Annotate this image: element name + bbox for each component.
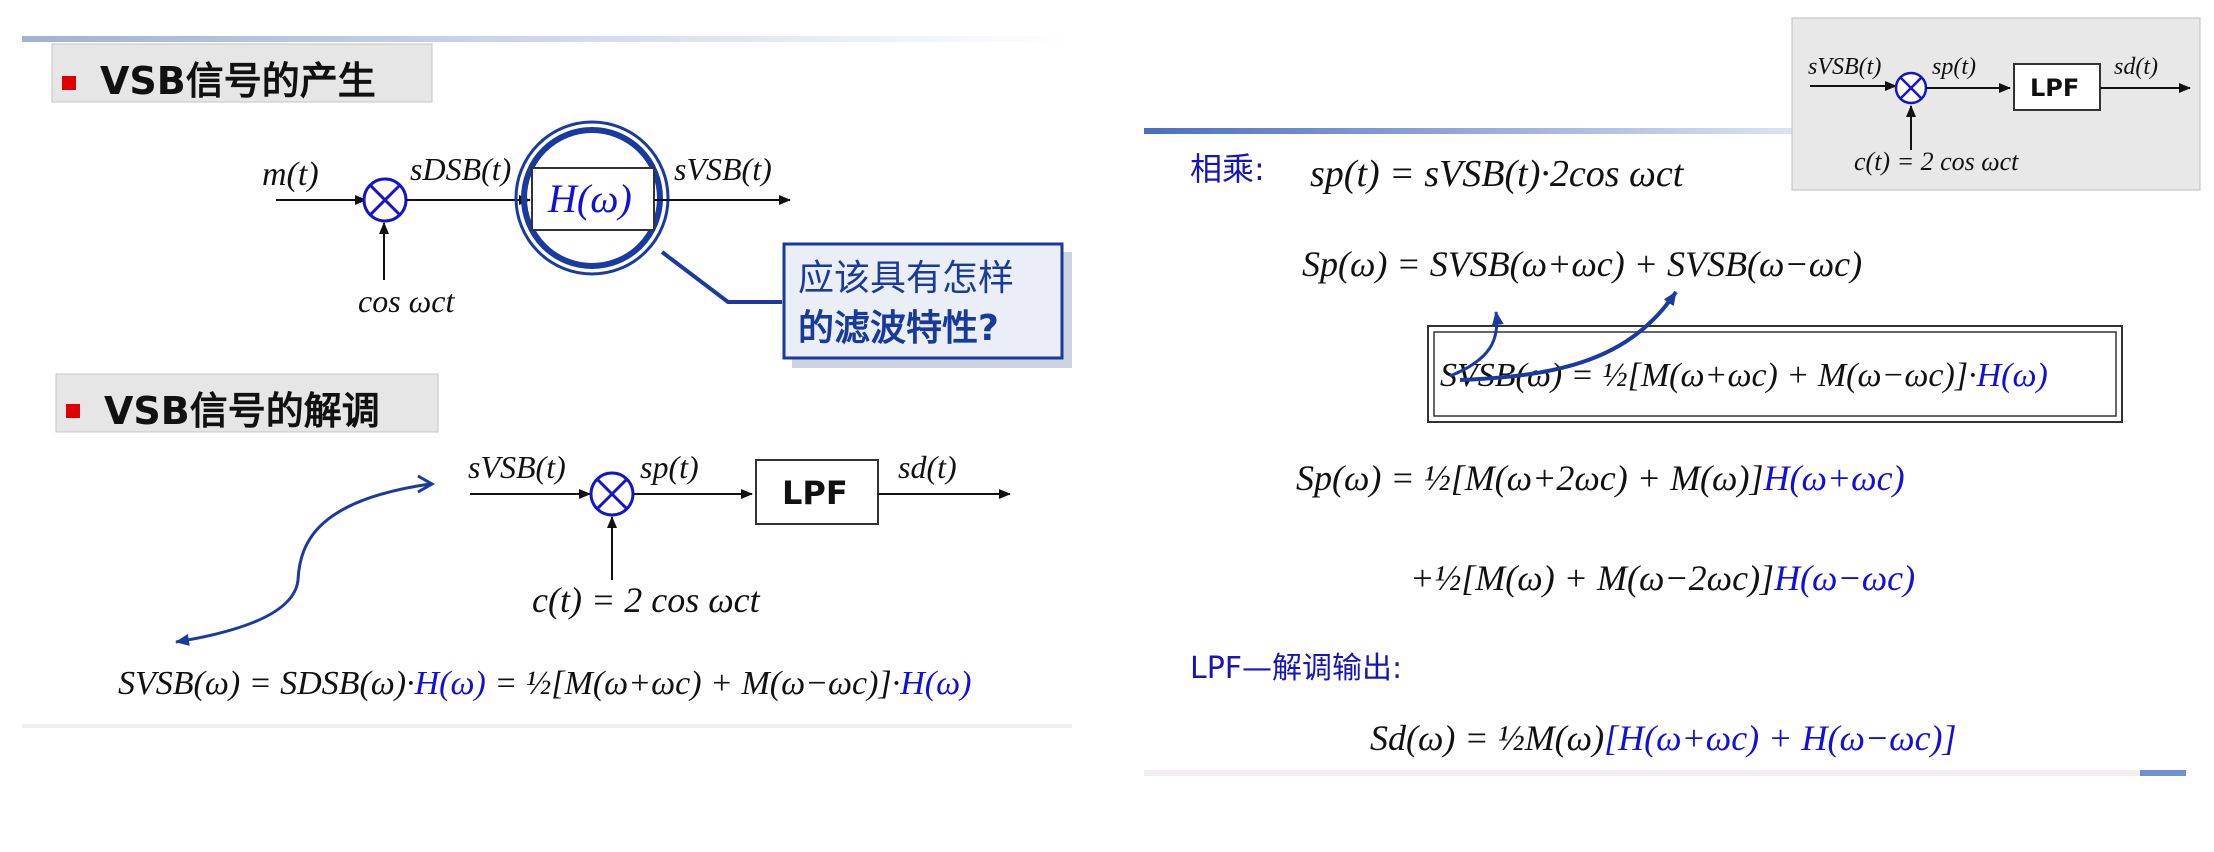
demod-input-label: sVSB(t) xyxy=(468,449,566,485)
eq3-text: Sp(ω) = ½[M(ω+2ωc) + M(ω)] xyxy=(1296,458,1763,498)
eq-lhs: SVSB(ω) = SDSB(ω)· xyxy=(118,665,415,702)
eq-sd-output: Sd(ω) = ½M(ω)[H(ω+ωc) + H(ω−ωc)] xyxy=(1370,718,1957,758)
lpf-label: LPF xyxy=(782,474,848,512)
eq5-text: Sd(ω) = ½M(ω) xyxy=(1370,718,1604,758)
eq-multiply: sp(t) = sVSB(t)·2cos ωct xyxy=(1310,153,1685,195)
eq-mid: = ½[M(ω+ωc) + M(ω−ωc)]· xyxy=(486,665,900,702)
demodulation-diagram: sVSB(t) c(t) = 2 cos ωct sp(t) LPF sd(t) xyxy=(468,449,1011,620)
sdsb-label: sDSB(t) xyxy=(410,151,511,187)
eq4-h: H(ω−ωc) xyxy=(1773,558,1915,598)
eq-h1: H(ω) xyxy=(414,665,486,702)
bullet-square xyxy=(62,76,76,90)
top-divider xyxy=(22,36,1072,42)
carrier-label: cos ωct xyxy=(358,283,455,319)
mini-lpf-label: LPF xyxy=(2030,74,2079,102)
callout-bubble: 应该具有怎样 的滤波特性? xyxy=(660,242,1072,368)
svsb-output-label: sVSB(t) xyxy=(674,151,772,187)
mini-sp-label: sp(t) xyxy=(1932,54,1976,80)
section-title-text: VSB信号的产生 xyxy=(100,59,376,103)
top-divider xyxy=(1144,128,1804,134)
demod-carrier-label: c(t) = 2 cos ωct xyxy=(532,580,761,620)
arrow-to-term2 xyxy=(1459,290,1678,382)
mini-input-label: sVSB(t) xyxy=(1808,54,1881,80)
section-title-generation: VSB信号的产生 xyxy=(51,43,433,103)
section-title-demodulation: VSB信号的解调 xyxy=(55,373,439,433)
mini-carrier-label: c(t) = 2 cos ωct xyxy=(1854,147,2019,176)
sd-label: sd(t) xyxy=(898,449,957,485)
mini-demod-diagram: sVSB(t) c(t) = 2 cos ωct sp(t) LPF sd(t) xyxy=(1791,17,2201,191)
eq3-h: H(ω+ωc) xyxy=(1762,458,1904,498)
bottom-divider xyxy=(1144,770,2184,776)
eq-h2: H(ω) xyxy=(899,665,971,702)
bullet-square xyxy=(66,404,80,418)
input-label-m: m(t) xyxy=(262,156,319,193)
mini-lpf-block xyxy=(2013,63,2101,111)
section-title-text: VSB信号的解调 xyxy=(104,389,380,433)
arrow-to-term1 xyxy=(1449,311,1504,378)
boxed-h: H(ω) xyxy=(1976,357,2048,394)
filter-block xyxy=(531,167,655,231)
bottom-divider xyxy=(22,724,1072,728)
lpf-output-label: LPF—解调输出: xyxy=(1190,651,1402,686)
left-slide: VSB信号的产生 m(t) cos ωct sDSB(t) H(ω) sVSB(… xyxy=(22,36,1072,728)
eq-sp-spectrum: Sp(ω) = SVSB(ω+ωc) + SVSB(ω−ωc) xyxy=(1302,244,1862,284)
callout-line2: 的滤波特性? xyxy=(798,308,999,349)
mini-sd-label: sd(t) xyxy=(2114,54,2158,80)
eq4-text: +½[M(ω) + M(ω−2ωc)] xyxy=(1410,558,1774,598)
vsb-spectrum-equation: SVSB(ω) = SDSB(ω)·H(ω) = ½[M(ω+ωc) + M(ω… xyxy=(118,665,971,702)
eq5-h: [H(ω+ωc) + H(ω−ωc)] xyxy=(1604,718,1956,758)
multiply-label: 相乘: xyxy=(1190,150,1265,188)
eq-sp-expanded-2: +½[M(ω) + M(ω−2ωc)]H(ω−ωc) xyxy=(1410,558,1915,598)
filter-label-h: H(ω) xyxy=(547,176,632,221)
curved-arrow xyxy=(175,482,431,646)
callout-line1: 应该具有怎样 xyxy=(798,258,1014,299)
lpf-block xyxy=(755,459,879,525)
sp-label: sp(t) xyxy=(640,449,699,485)
generation-diagram: m(t) cos ωct sDSB(t) H(ω) sVSB(t) xyxy=(262,120,791,319)
eq-sp-expanded-1: Sp(ω) = ½[M(ω+2ωc) + M(ω)]H(ω+ωc) xyxy=(1296,458,1905,498)
right-slide: sVSB(t) c(t) = 2 cos ωct sp(t) LPF sd(t)… xyxy=(1144,17,2201,776)
